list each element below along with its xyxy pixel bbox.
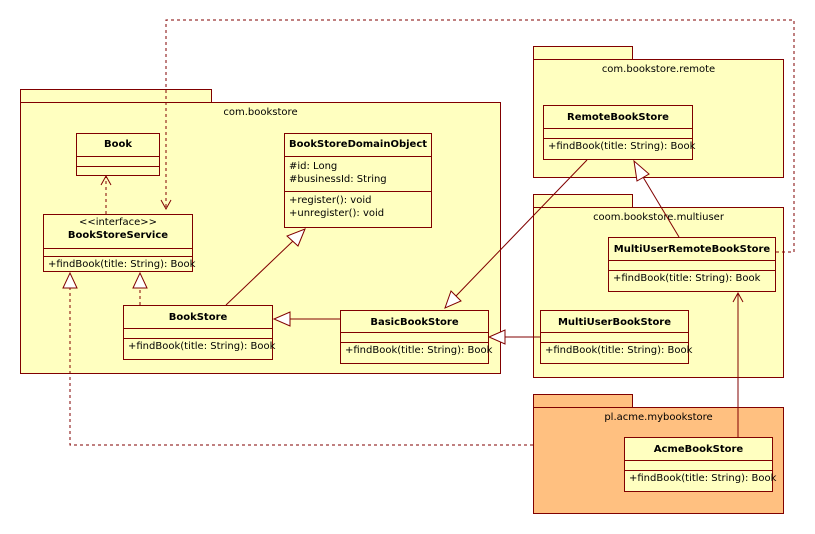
class-operations: +findBook(title: String): Book [625,470,777,486]
class-multiuser-remote-bookstore[interactable]: MultiUserRemoteBookStore +findBook(title… [608,237,776,292]
class-multiuser-bookstore[interactable]: MultiUserBookStore +findBook(title: Stri… [540,310,693,364]
class-attributes [77,156,159,166]
class-name: BookStoreService [67,230,169,241]
class-bookstore-service[interactable]: <<interface>> BookStoreService +findBook… [43,214,196,272]
class-remote-bookstore[interactable]: RemoteBookStore +findBook(title: String)… [543,105,696,160]
realization-arrowhead [132,271,148,289]
class-name: MultiUserBookStore [557,317,672,328]
package-name-remote: com.bookstore.remote [601,64,716,75]
class-attributes [609,260,775,270]
package-tab-remote [533,46,633,60]
class-operation: +findBook(title: String): Book [548,141,696,152]
class-attributes [341,332,488,342]
generalization-arrowhead [633,159,650,182]
class-attribute: #id: Long [289,161,338,172]
realization-line-acme-to-service [69,288,533,446]
association-arrowhead [732,291,744,303]
package-name-acme: pl.acme.mybookstore [604,412,713,423]
class-basic-bookstore[interactable]: BasicBookStore +findBook(title: String):… [340,310,493,364]
class-operation: +findBook(title: String): Book [613,273,761,284]
class-operation: +findBook(title: String): Book [629,473,777,484]
class-name: AcmeBookStore [653,444,744,455]
class-name: Book [103,139,132,150]
class-operations: +findBook(title: String): Book [124,338,276,354]
class-name: BookStore [168,312,228,323]
package-tab-multiuser [533,194,633,208]
class-operations: +findBook(title: String): Book [609,270,775,286]
package-tab-acme [533,394,633,408]
class-operations: +findBook(title: String): Book [544,138,696,154]
class-bookstore-domain-object[interactable]: BookStoreDomainObject #id: Long #busines… [284,133,432,228]
package-name-bookstore: com.bookstore [223,107,298,118]
class-operation: +findBook(title: String): Book [345,345,493,356]
class-book[interactable]: Book [76,133,160,176]
class-name: RemoteBookStore [567,112,669,123]
class-bookstore[interactable]: BookStore +findBook(title: String): Book [123,305,276,360]
class-operation: +register(): void [289,195,372,206]
class-operations: +findBook(title: String): Book [341,342,493,358]
generalization-arrowhead [286,228,306,247]
dependency-arrowhead [160,199,172,211]
class-name: MultiUserRemoteBookStore [613,244,771,255]
class-name: BookStoreDomainObject [289,139,428,150]
package-name-multiuser: coom.bookstore.multiuser [593,212,724,223]
class-operations: +register(): void +unregister(): void [285,191,431,221]
generalization-arrowhead [272,311,291,327]
class-operation: +unregister(): void [289,208,385,219]
generalization-line-bookstore-to-domain [225,240,294,306]
generalization-arrowhead [444,290,462,309]
dependency-arrowhead [100,174,112,186]
class-attributes [625,460,772,470]
class-attributes [544,128,692,138]
class-attributes: #id: Long #businessId: String [285,156,431,191]
class-name: BasicBookStore [370,317,459,328]
realization-arrowhead [62,271,78,289]
class-attributes [44,248,192,256]
class-operations: +findBook(title: String): Book [541,342,693,358]
package-tab-bookstore [20,89,212,103]
dependency-line-remote-to-service [165,19,795,253]
class-stereotype: <<interface>> [78,217,158,228]
class-attribute: #businessId: String [289,174,387,185]
class-operations: +findBook(title: String): Book [44,256,196,272]
class-operation: +findBook(title: String): Book [128,341,276,352]
class-operation: +findBook(title: String): Book [48,259,196,270]
class-operation: +findBook(title: String): Book [545,345,693,356]
class-acme-bookstore[interactable]: AcmeBookStore +findBook(title: String): … [624,437,777,492]
class-attributes [541,332,688,342]
class-operations [77,166,159,176]
generalization-arrowhead [487,329,506,345]
generalization-line-remote-to-basic [455,159,588,297]
generalization-line-multiremote-to-remote [642,176,680,238]
class-header: <<interface>> BookStoreService [44,215,192,248]
class-attributes [124,328,272,338]
